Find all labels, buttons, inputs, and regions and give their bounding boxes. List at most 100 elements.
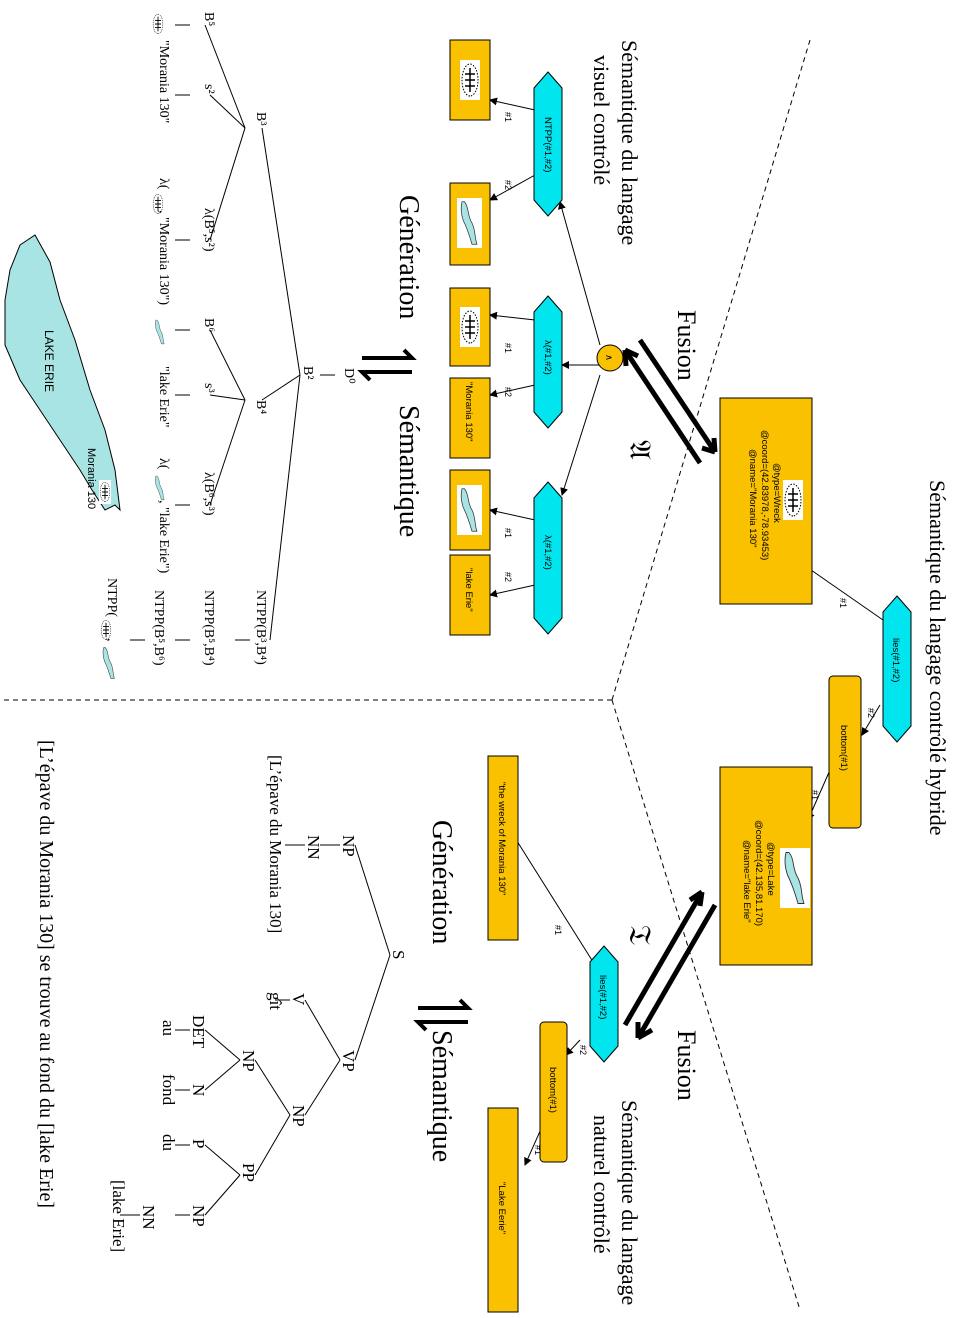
visual-edge-1a: #1	[503, 112, 513, 122]
tree-lambda-d: , "lake Erie")	[156, 500, 171, 574]
tree-s3: s³	[201, 383, 216, 393]
lambda-label-1: λ(#1,#2)	[542, 340, 553, 375]
tree-ntpp-1: NTPP(B³,B⁴)	[253, 590, 268, 665]
fusion-label-top: Fusion	[672, 310, 701, 381]
frak-a-label: 𝔄	[623, 440, 656, 460]
natural-lake-text: "Lake Eerie"	[496, 1182, 507, 1234]
tree-lambda-c: λ(	[156, 458, 171, 470]
hybrid-lake-line1: @type=Lake	[765, 842, 776, 896]
pt-NN: NN	[304, 835, 323, 860]
natural-edge-3: #1	[533, 1145, 543, 1155]
hybrid-bottom-node[interactable]	[828, 675, 862, 829]
visual-name-box-morania[interactable]	[449, 377, 491, 459]
tree-B2: B²	[300, 366, 315, 380]
natural-edge-1: #1	[553, 925, 563, 935]
tree-s2: s²	[201, 84, 216, 94]
hybrid-edge-2: #2	[866, 708, 876, 718]
visual-edge-2a: #2	[503, 180, 513, 190]
tree-lambda-a: λ(	[156, 178, 171, 190]
visual-name-box-lake[interactable]	[449, 554, 491, 636]
tree-lambda-b: , "Morania 130")	[156, 210, 171, 305]
visual-name-morania: "Morania 130"	[463, 382, 474, 442]
and-node[interactable]	[596, 344, 624, 372]
visual-title-line1: Sémantique du langage	[617, 40, 642, 245]
hybrid-bottom-label: bottom(#1)	[838, 725, 849, 771]
ntpp-label: NTPP(#1,#2)	[542, 117, 553, 172]
tree-B6: B⁶	[201, 318, 216, 332]
pt-NP3: NP	[239, 1050, 258, 1072]
full-sentence: [L’épave du Morania 130] se trouve au fo…	[35, 740, 57, 1208]
pt-P: P	[189, 1139, 208, 1148]
hybrid-lake-line2: @coord=(42.135,81.170)	[753, 820, 764, 926]
hybrid-wreck-line2: @coord=(42.83978,-78.93453)	[759, 430, 770, 560]
pt-NP: NP	[339, 835, 358, 857]
pt-word-1: [L’épave du Morania 130]	[266, 755, 285, 933]
gen-sem-arrows-bottom	[413, 998, 473, 1032]
parse-tree: S NP NN VP V NP NP PP DET N P NP NN [L’é…	[109, 755, 408, 1252]
generation-label-bottom: Génération	[426, 820, 457, 944]
tree-ntpp-3: NTPP(B⁵,B⁶)	[151, 590, 166, 666]
map-point-label: Morania 130	[85, 448, 97, 509]
natural-lies-node[interactable]	[589, 945, 619, 1063]
semantics-label-top: Sémantique	[393, 405, 424, 537]
natural-lake-text-box[interactable]	[487, 1107, 519, 1313]
fusion-label-bottom: Fusion	[672, 1030, 701, 1101]
pt-NP4: NP	[189, 1205, 208, 1227]
tree-B4: B⁴	[253, 400, 268, 414]
hybrid-wreck-line1: @type=Wreck	[771, 463, 782, 523]
pt-NN2: NN	[139, 1205, 158, 1230]
visual-edge-2b: #2	[503, 387, 513, 397]
hybrid-lies-node[interactable]	[882, 595, 912, 743]
pt-word-3: au	[159, 1020, 178, 1037]
pt-NP2: NP	[289, 1105, 308, 1127]
natural-graph: #1 #2 #1 lies(#1,#2) bottom(#1) "the wre…	[487, 755, 619, 1313]
and-label: ∧	[603, 354, 614, 361]
gen-sem-arrows-top	[357, 348, 417, 382]
visual-name-lake: "lake Erie"	[463, 568, 474, 612]
visual-edge-1b: #1	[503, 343, 513, 353]
ntpp-node[interactable]	[533, 71, 563, 217]
hybrid-graph: #1 #2 #1 lies(#1,#2) bottom(#1) @type=Wr…	[719, 397, 912, 966]
semantics-label-bottom: Sémantique	[426, 1030, 457, 1162]
fusion-arrows-top	[622, 338, 718, 465]
tree-lambda-2: λ(B⁶,s³)	[201, 472, 216, 516]
lambda-node-1[interactable]	[533, 295, 563, 429]
tree-ntpp-4b: ,	[104, 638, 119, 642]
natural-bottom-label: bottom(#1)	[547, 1067, 558, 1113]
tree-ntpp-2: NTPP(B⁵,B⁴)	[201, 590, 216, 666]
frak-t-label: 𝔗	[623, 925, 656, 945]
visual-title: Sémantique du langage visuel contrôlé	[589, 40, 642, 245]
hybrid-lies-label: lies(#1,#2)	[890, 638, 901, 682]
pt-word-4: fond	[159, 1074, 178, 1106]
tree-ntpp-4a: NTPP(	[104, 578, 119, 617]
visual-edge-1c: #1	[503, 528, 513, 538]
tree-lambda-1: λ(B⁵,s²)	[201, 208, 216, 252]
tree-lake-erie: "lake Erie"	[156, 366, 171, 428]
pt-word-2: gît	[266, 992, 285, 1010]
natural-title-line1: Sémantique du langage	[617, 1100, 642, 1305]
pt-S: S	[389, 950, 408, 959]
tree-D0: D⁰	[341, 368, 356, 384]
map-lake-label: LAKE ERIE	[42, 330, 56, 392]
visual-graph: #1 #2 #1 #2 #1 #2 ∧ NTPP(#1,#2) λ(#1,#2)…	[449, 39, 624, 636]
natural-bottom-node[interactable]	[539, 1021, 568, 1163]
natural-wreck-text: "the wreck of Morania 130"	[496, 782, 507, 895]
pt-word-6: [lake Erie]	[109, 1180, 128, 1252]
pt-VP: VP	[339, 1050, 358, 1072]
natural-edge-2: #2	[578, 1045, 588, 1055]
pt-word-5: du	[159, 1134, 178, 1152]
visual-tree: D⁰ B² B³ B⁴ NTPP(B³,B⁴) B⁵ s² λ(B⁵,s²) B…	[99, 12, 356, 681]
pt-V: V	[289, 993, 308, 1006]
lake-erie-map: LAKE ERIE Morania 130	[4, 234, 121, 512]
pt-PP: PP	[239, 1163, 258, 1182]
hybrid-wreck-line3: @name="Morania 130"	[747, 449, 758, 548]
natural-wreck-text-box[interactable]	[487, 755, 519, 941]
hybrid-edge-1: #1	[838, 598, 848, 608]
natural-lies-label: lies(#1,#2)	[597, 975, 608, 1019]
generation-label-top: Génération	[393, 195, 424, 319]
lambda-label-2: λ(#1,#2)	[542, 535, 553, 570]
visual-edge-2c: #2	[503, 572, 513, 582]
tree-B3: B³	[253, 112, 268, 126]
tree-B5: B⁵	[201, 12, 216, 26]
lambda-node-2[interactable]	[533, 481, 563, 635]
